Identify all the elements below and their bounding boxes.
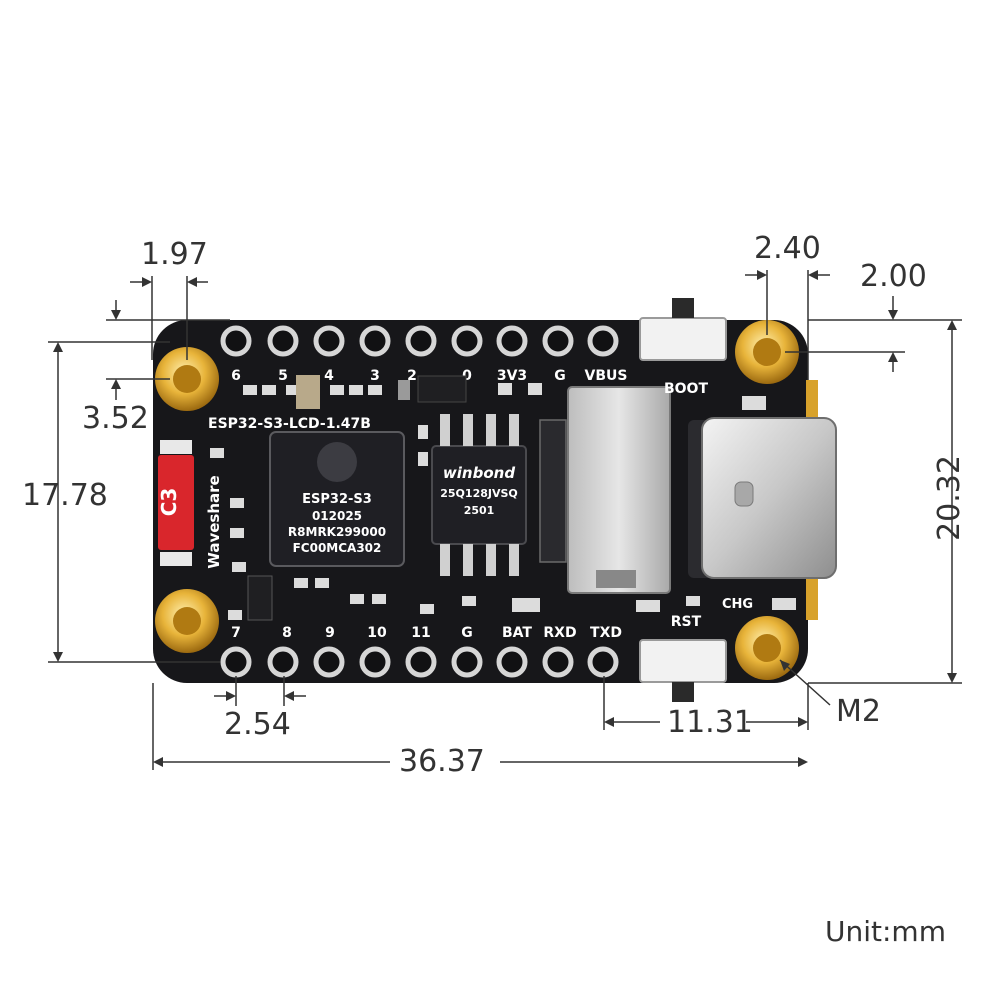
top-header-pad [587,325,619,357]
usb-c-port [701,417,837,579]
unit-label: Unit:mm [825,915,946,948]
bottom-header-pad [542,646,574,678]
espressif-logo-icon [317,442,357,482]
bottom-header-pad [267,646,299,678]
pin-label: 0 [462,368,472,384]
top-header-pad [220,325,252,357]
bottom-header-pad [496,646,528,678]
dim-usb-hole-offset-x: 2.40 [754,231,821,266]
reset-label: RST [671,614,702,630]
sd-card-slot-notch [596,570,636,588]
dim-connector-offset: 11.31 [667,705,753,740]
board-model: ESP32-S3-LCD-1.47B [208,416,371,432]
antenna-cap-top [160,440,192,454]
dim-board-height: 20.32 [932,455,967,541]
dim-hole-size: M2 [836,694,881,729]
pin-label: 10 [367,625,387,641]
fpc-connector [539,419,567,563]
esp32-chip [269,431,405,567]
dim-pin-pitch: 2.54 [224,707,291,742]
pin-label: 7 [231,625,241,641]
mounting-hole-bottom-left [155,589,219,653]
chip-line-2: R8MRK299000 [288,525,386,539]
small-ic [417,375,467,403]
boot-button[interactable] [639,317,727,361]
bottom-pin-labels: 7 8 9 10 11 G BAT RXD TXD [231,625,622,641]
pin-label: 8 [282,625,292,641]
dim-hole-offset-x: 1.97 [141,237,208,272]
top-header-pad [313,325,345,357]
dim-board-width: 36.37 [399,744,485,779]
pin-label: G [554,368,566,384]
dim-hole-spacing-y: 17.78 [22,478,108,513]
mounting-hole-top-left [155,347,219,411]
flash-line-2: 2501 [464,504,495,517]
charge-label: CHG [722,597,753,612]
chip-line-3: FC00MCA302 [293,541,382,555]
smd-components [210,375,796,620]
pin-label: G [461,625,473,641]
chip-name: ESP32-S3 [302,492,372,507]
pin-label: 3 [370,368,380,384]
dimension-arrowheads [53,270,957,767]
usb-c-opening [734,481,754,507]
top-header-pad [542,325,574,357]
mounting-hole-top-right [735,320,799,384]
bottom-header-pad [587,646,619,678]
antenna-cap-bottom [160,552,192,566]
bottom-header-pad [359,646,391,678]
pin-label: RXD [543,625,576,641]
flash-line-1: 25Q128JVSQ [440,487,518,500]
bottom-header-pad [405,646,437,678]
flash-pins-top [440,414,519,446]
chip-line-1: 012025 [312,509,362,523]
bottom-header-pad [220,646,252,678]
top-header-pads [220,325,619,357]
top-header-pad [405,325,437,357]
top-header-pad [359,325,391,357]
top-header-pad [451,325,483,357]
bottom-header-pad [451,646,483,678]
pin-label: 11 [411,625,430,641]
flash-chip [431,445,527,545]
pin-label: BAT [502,625,532,641]
antenna-label: C3 [157,488,181,517]
reset-button-actuator[interactable] [672,682,694,702]
antenna [158,455,194,550]
bottom-header-pad [313,646,345,678]
mounting-hole-bottom-right [735,616,799,680]
top-header-pad [496,325,528,357]
flash-brand: winbond [443,464,515,482]
pin-label: 5 [278,368,288,384]
pin-label: VBUS [585,368,628,384]
pin-label: TXD [590,625,622,641]
top-pin-labels: 6 5 4 3 2 0 3V3 G VBUS [231,368,627,384]
pin-label: 3V3 [497,368,527,384]
pin-label: 2 [407,368,417,384]
boot-label: BOOT [664,381,708,397]
flash-pins-bottom [440,544,519,576]
dimension-lines [48,270,962,770]
boot-button-actuator[interactable] [672,298,694,318]
reset-button[interactable] [639,639,727,683]
regulator-ic [247,575,273,621]
dim-hole-offset-y: 3.52 [82,401,149,436]
pin-label: 6 [231,368,241,384]
bottom-header-pads [220,646,619,678]
brand-label: Waveshare [205,475,223,568]
top-header-pad [267,325,299,357]
pin-label: 4 [324,368,334,384]
sd-card-slot [567,386,671,594]
pin-label: 9 [325,625,335,641]
dim-usb-hole-offset-y: 2.00 [860,259,927,294]
